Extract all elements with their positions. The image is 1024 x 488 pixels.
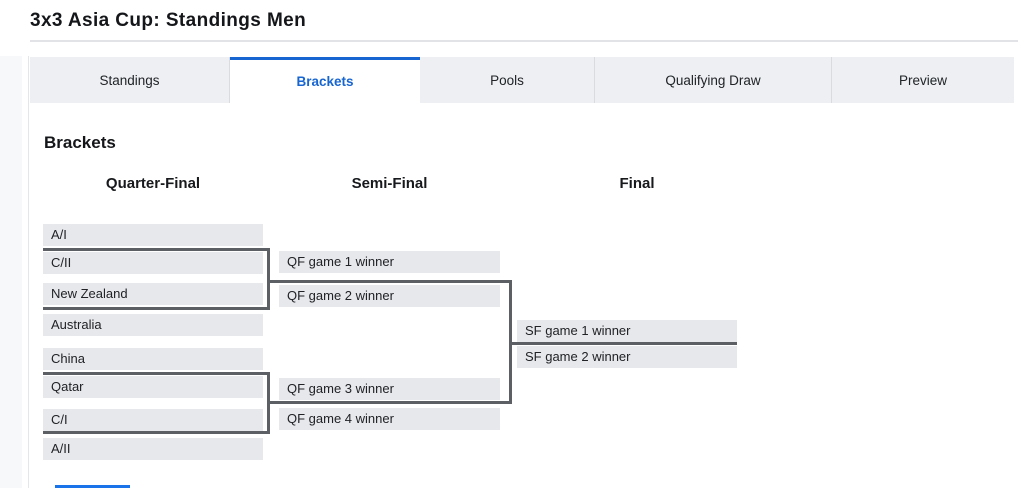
page-left-gutter bbox=[0, 56, 22, 488]
page-title: 3x3 Asia Cup: Standings Men bbox=[30, 10, 307, 31]
connector-line-to-final bbox=[509, 342, 737, 345]
content-left-border bbox=[28, 56, 29, 488]
bracket-slot-qf-1-bottom: C/II bbox=[43, 252, 263, 274]
bracket-slot-qf-3-bottom: Qatar bbox=[43, 376, 263, 398]
bracket-slot-qf-4-top: C/I bbox=[43, 409, 263, 431]
round-header-quarter-final: Quarter-Final bbox=[105, 175, 201, 192]
tab-qualifying-draw[interactable]: Qualifying Draw bbox=[595, 57, 832, 103]
bracket-slot-sf-2-bottom: QF game 4 winner bbox=[279, 408, 500, 430]
tab-bar: Standings Brackets Pools Qualifying Draw… bbox=[30, 57, 1014, 103]
bracket-slot-qf-3-top: China bbox=[43, 348, 263, 370]
bracket-slot-qf-4-bottom: A/II bbox=[43, 438, 263, 460]
section-heading: Brackets bbox=[44, 133, 116, 152]
connector-line-to-sf-top bbox=[267, 280, 512, 283]
connector-line-to-sf-bottom bbox=[267, 401, 512, 404]
title-divider bbox=[30, 40, 1018, 42]
bracket-slot-sf-2-top: QF game 3 winner bbox=[279, 378, 500, 400]
round-header-final: Final bbox=[619, 175, 655, 192]
tab-pools[interactable]: Pools bbox=[420, 57, 595, 103]
round-header-semi-final: Semi-Final bbox=[351, 175, 428, 192]
tab-preview[interactable]: Preview bbox=[832, 57, 1014, 103]
bracket-slot-final-top: SF game 1 winner bbox=[517, 320, 737, 342]
connector-qf-game-1-2 bbox=[43, 248, 270, 310]
tab-standings[interactable]: Standings bbox=[30, 57, 230, 103]
bracket-slot-final-bottom: SF game 2 winner bbox=[517, 346, 737, 368]
bracket-slot-qf-2-top: New Zealand bbox=[43, 283, 263, 305]
bracket-slot-qf-2-bottom: Australia bbox=[43, 314, 263, 336]
bracket-slot-sf-1-top: QF game 1 winner bbox=[279, 251, 500, 273]
bracket-slot-sf-1-bottom: QF game 2 winner bbox=[279, 285, 500, 307]
bracket-slot-qf-1-top: A/I bbox=[43, 224, 263, 246]
tab-brackets[interactable]: Brackets bbox=[230, 57, 420, 103]
bottom-partial-blue-bar bbox=[55, 485, 130, 488]
